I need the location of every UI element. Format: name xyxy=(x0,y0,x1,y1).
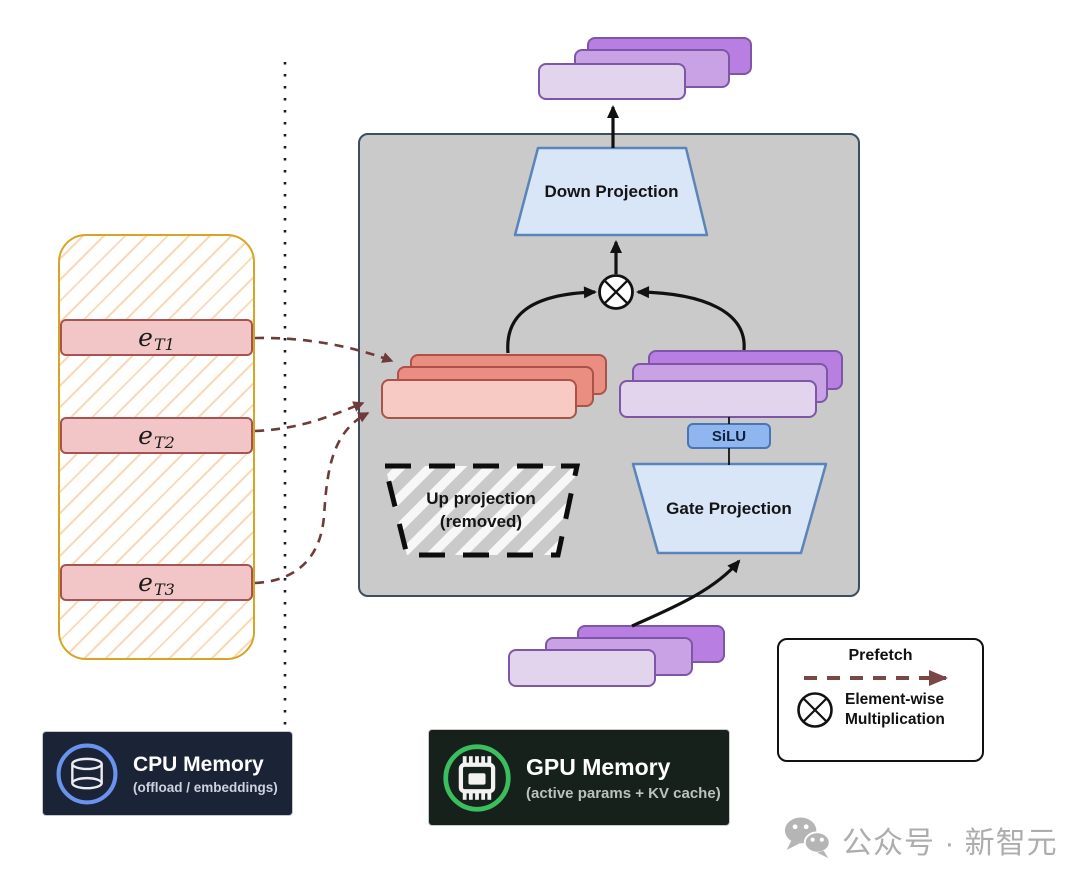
gpu-memory-title: GPU Memory xyxy=(526,753,671,780)
down-projection-label: Down Projection xyxy=(544,181,679,201)
prefetch-arrow-et2 xyxy=(254,401,365,433)
gpu-memory-subtitle: (active params + KV cache) xyxy=(526,784,721,802)
output-stack-bar-front xyxy=(538,63,686,100)
gate-projection-label: Gate Projection xyxy=(666,498,792,518)
prefetch-legend-arrow xyxy=(803,670,948,686)
embedding-label: e xyxy=(138,323,153,352)
up-projection-removed-label: Up projection (removed) xyxy=(426,489,536,531)
embedding-label: e xyxy=(138,421,153,450)
wechat-icon xyxy=(784,817,831,859)
silu-label: SiLU xyxy=(711,427,747,445)
multiply-icon xyxy=(797,692,833,729)
cpu-memory-card: CPU Memory (offload / embeddings) xyxy=(42,731,293,816)
silu-activation-box: SiLU xyxy=(687,423,771,449)
input-stack-bar-front xyxy=(508,649,656,687)
database-icon xyxy=(56,743,118,804)
watermark-text: 公众号 · 新智元 xyxy=(842,827,1058,860)
gate-activation-bar-front xyxy=(619,380,817,418)
prefetch-arrow-et3 xyxy=(254,411,370,585)
embedding-label: e xyxy=(138,568,153,597)
cpu-memory-title: CPU Memory xyxy=(133,752,264,776)
chip-icon xyxy=(443,743,511,812)
elementwise-multiplication-label: Element-wise Multiplication xyxy=(845,691,945,729)
cpu-memory-subtitle: (offload / embeddings) xyxy=(133,779,278,795)
prefetch-legend-label: Prefetch xyxy=(848,647,913,664)
embedding-activation-bar-front xyxy=(381,379,577,419)
gpu-memory-card: GPU Memory (active params + KV cache) xyxy=(428,729,730,826)
legend-box: Prefetch Element-wise Multiplication xyxy=(777,638,984,762)
